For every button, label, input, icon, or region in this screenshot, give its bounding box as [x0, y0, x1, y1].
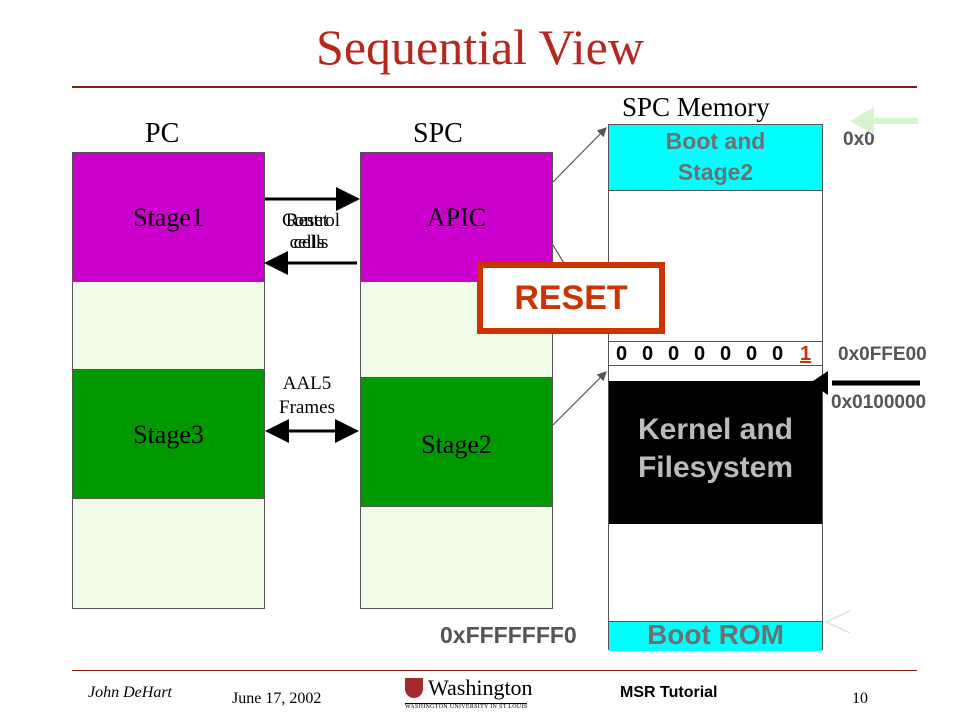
aal5-frames-label: AAL5 Frames	[266, 372, 348, 420]
boot-stage2-region: Boot and Stage2	[609, 125, 822, 191]
boot-stage2-line2: Stage2	[677, 159, 754, 185]
reset-line1: Reset	[285, 210, 329, 231]
reset-bit-row: 0 0 0 0 0 0 0 1	[616, 343, 826, 369]
boot-stage2-line1: Boot and	[665, 128, 766, 154]
pc-stage3-label: Stage3	[133, 420, 204, 449]
address-0x0: 0x0	[843, 129, 875, 150]
footer-page-number: 10	[852, 690, 868, 707]
pc-label: PC	[145, 118, 180, 149]
university-shield-icon	[405, 678, 423, 698]
spc-apic-block: APIC	[361, 153, 552, 282]
bit-5: 0	[746, 343, 758, 365]
pc-column: Stage1 Stage3	[72, 152, 265, 609]
stage2-to-kernel-line	[552, 371, 607, 426]
spc-label: SPC	[413, 118, 463, 149]
bit-6: 0	[772, 343, 784, 365]
spc-apic-label: APIC	[426, 203, 487, 232]
kernel-pointer-head	[810, 371, 828, 395]
pc-stage1-label: Stage1	[133, 203, 204, 232]
address-0xfffffff0: 0xFFFFFFF0	[440, 622, 577, 648]
footer-rule	[72, 670, 917, 671]
boot-pointer-head	[850, 107, 874, 135]
bit-0: 0	[616, 343, 628, 365]
address-0x0100000: 0x0100000	[831, 392, 927, 413]
address-0x0ffe00: 0x0FFE00	[838, 344, 927, 365]
footer-date: June 17, 2002	[232, 690, 322, 707]
reset-callout: RESET	[477, 262, 665, 334]
control-line2: cells	[293, 232, 329, 253]
kernel-filesystem-region: Kernel and Filesystem	[609, 381, 822, 524]
spc-memory-label: SPC Memory	[622, 92, 770, 122]
bit-4: 0	[720, 343, 732, 365]
bit-2: 0	[668, 343, 680, 365]
slide-title: Sequential View	[316, 19, 644, 75]
apic-to-boot-line	[552, 127, 607, 183]
control-cells-label: Control cells	[270, 210, 352, 254]
pc-stage1-block: Stage1	[73, 153, 264, 282]
spc-stage2-block: Stage2	[361, 377, 552, 507]
reset-line2: cells	[289, 232, 325, 253]
kernel-line1: Kernel and	[637, 413, 794, 446]
pc-stage3-block: Stage3	[73, 369, 264, 499]
aal5-line2: Frames	[279, 397, 335, 418]
boot-rom-pointer	[824, 610, 851, 634]
reset-cells-label: Reset cells	[266, 210, 348, 254]
boot-rom-label: Boot ROM	[647, 619, 784, 650]
memory-divider-upper	[609, 341, 822, 342]
kernel-line2: Filesystem	[637, 451, 794, 484]
spc-stage2-label: Stage2	[421, 430, 492, 459]
footer-tutorial: MSR Tutorial	[620, 684, 718, 701]
bit-1: 0	[642, 343, 654, 365]
footer-author: John DeHart	[88, 684, 172, 701]
footer-logo-sub: WASHINGTON UNIVERSITY IN ST LOUIS	[405, 703, 528, 710]
bit-3: 0	[694, 343, 706, 365]
title-rule	[72, 86, 917, 88]
boot-rom-region: Boot ROM	[609, 619, 822, 651]
spc-column: APIC Stage2	[360, 152, 553, 609]
footer-logo-name: Washington	[428, 675, 533, 700]
control-line1: Control	[281, 210, 341, 231]
aal5-line1: AAL5	[282, 373, 332, 394]
bit-7-set: 1	[800, 343, 812, 365]
memory-divider-lower	[609, 365, 822, 366]
